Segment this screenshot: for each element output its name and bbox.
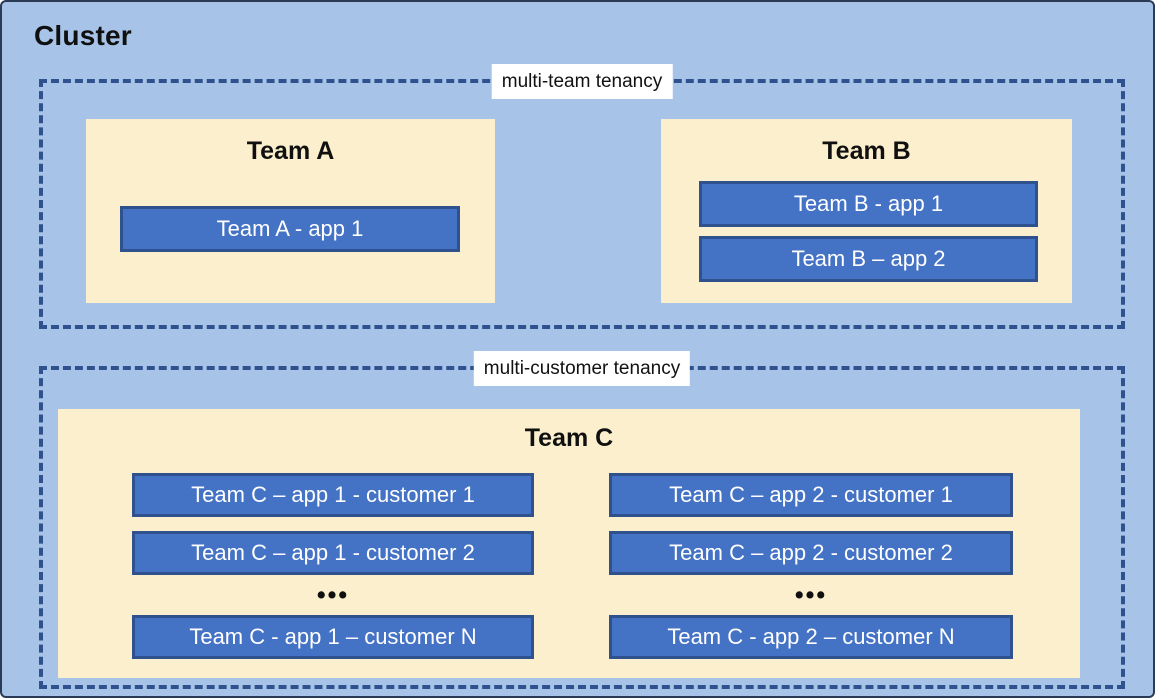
app-box-team-c-app-2-customer-2[interactable]: Team C – app 2 - customer 2	[609, 531, 1013, 575]
app-box-team-c-app-1-customer-2[interactable]: Team C – app 1 - customer 2	[132, 531, 534, 575]
team-panel-team-b: Team B Team B - app 1 Team B – app 2	[661, 119, 1072, 303]
app-box-team-c-app-2-customer-n[interactable]: Team C - app 2 – customer N	[609, 615, 1013, 659]
ellipsis-app-2-column: •••	[794, 581, 828, 609]
team-b-title: Team B	[822, 137, 911, 165]
tenancy-zone-multi-team: multi-team tenancy	[39, 64, 1125, 329]
team-panel-team-c: Team C Team C – app 1 - customer 1 Team …	[58, 409, 1080, 678]
ellipsis-app-1-column: •••	[316, 581, 350, 609]
tenancy-zone-multi-team-label: multi-team tenancy	[491, 64, 673, 99]
team-a-title: Team A	[246, 137, 335, 165]
app-box-team-b-app-2[interactable]: Team B – app 2	[699, 236, 1038, 282]
team-c-title: Team C	[524, 424, 614, 452]
app-box-team-b-app-1[interactable]: Team B - app 1	[699, 181, 1038, 227]
app-box-team-a-app-1[interactable]: Team A - app 1	[120, 206, 460, 252]
app-box-team-c-app-2-customer-1[interactable]: Team C – app 2 - customer 1	[609, 473, 1013, 517]
tenancy-zone-multi-customer: multi-customer tenancy	[39, 351, 1125, 689]
app-box-team-c-app-1-customer-n[interactable]: Team C - app 1 – customer N	[132, 615, 534, 659]
page-title: Cluster	[34, 20, 132, 51]
team-panel-team-a: Team A Team A - app 1	[86, 119, 495, 303]
tenancy-zone-multi-customer-label: multi-customer tenancy	[473, 351, 691, 386]
app-box-team-c-app-1-customer-1[interactable]: Team C – app 1 - customer 1	[132, 473, 534, 517]
